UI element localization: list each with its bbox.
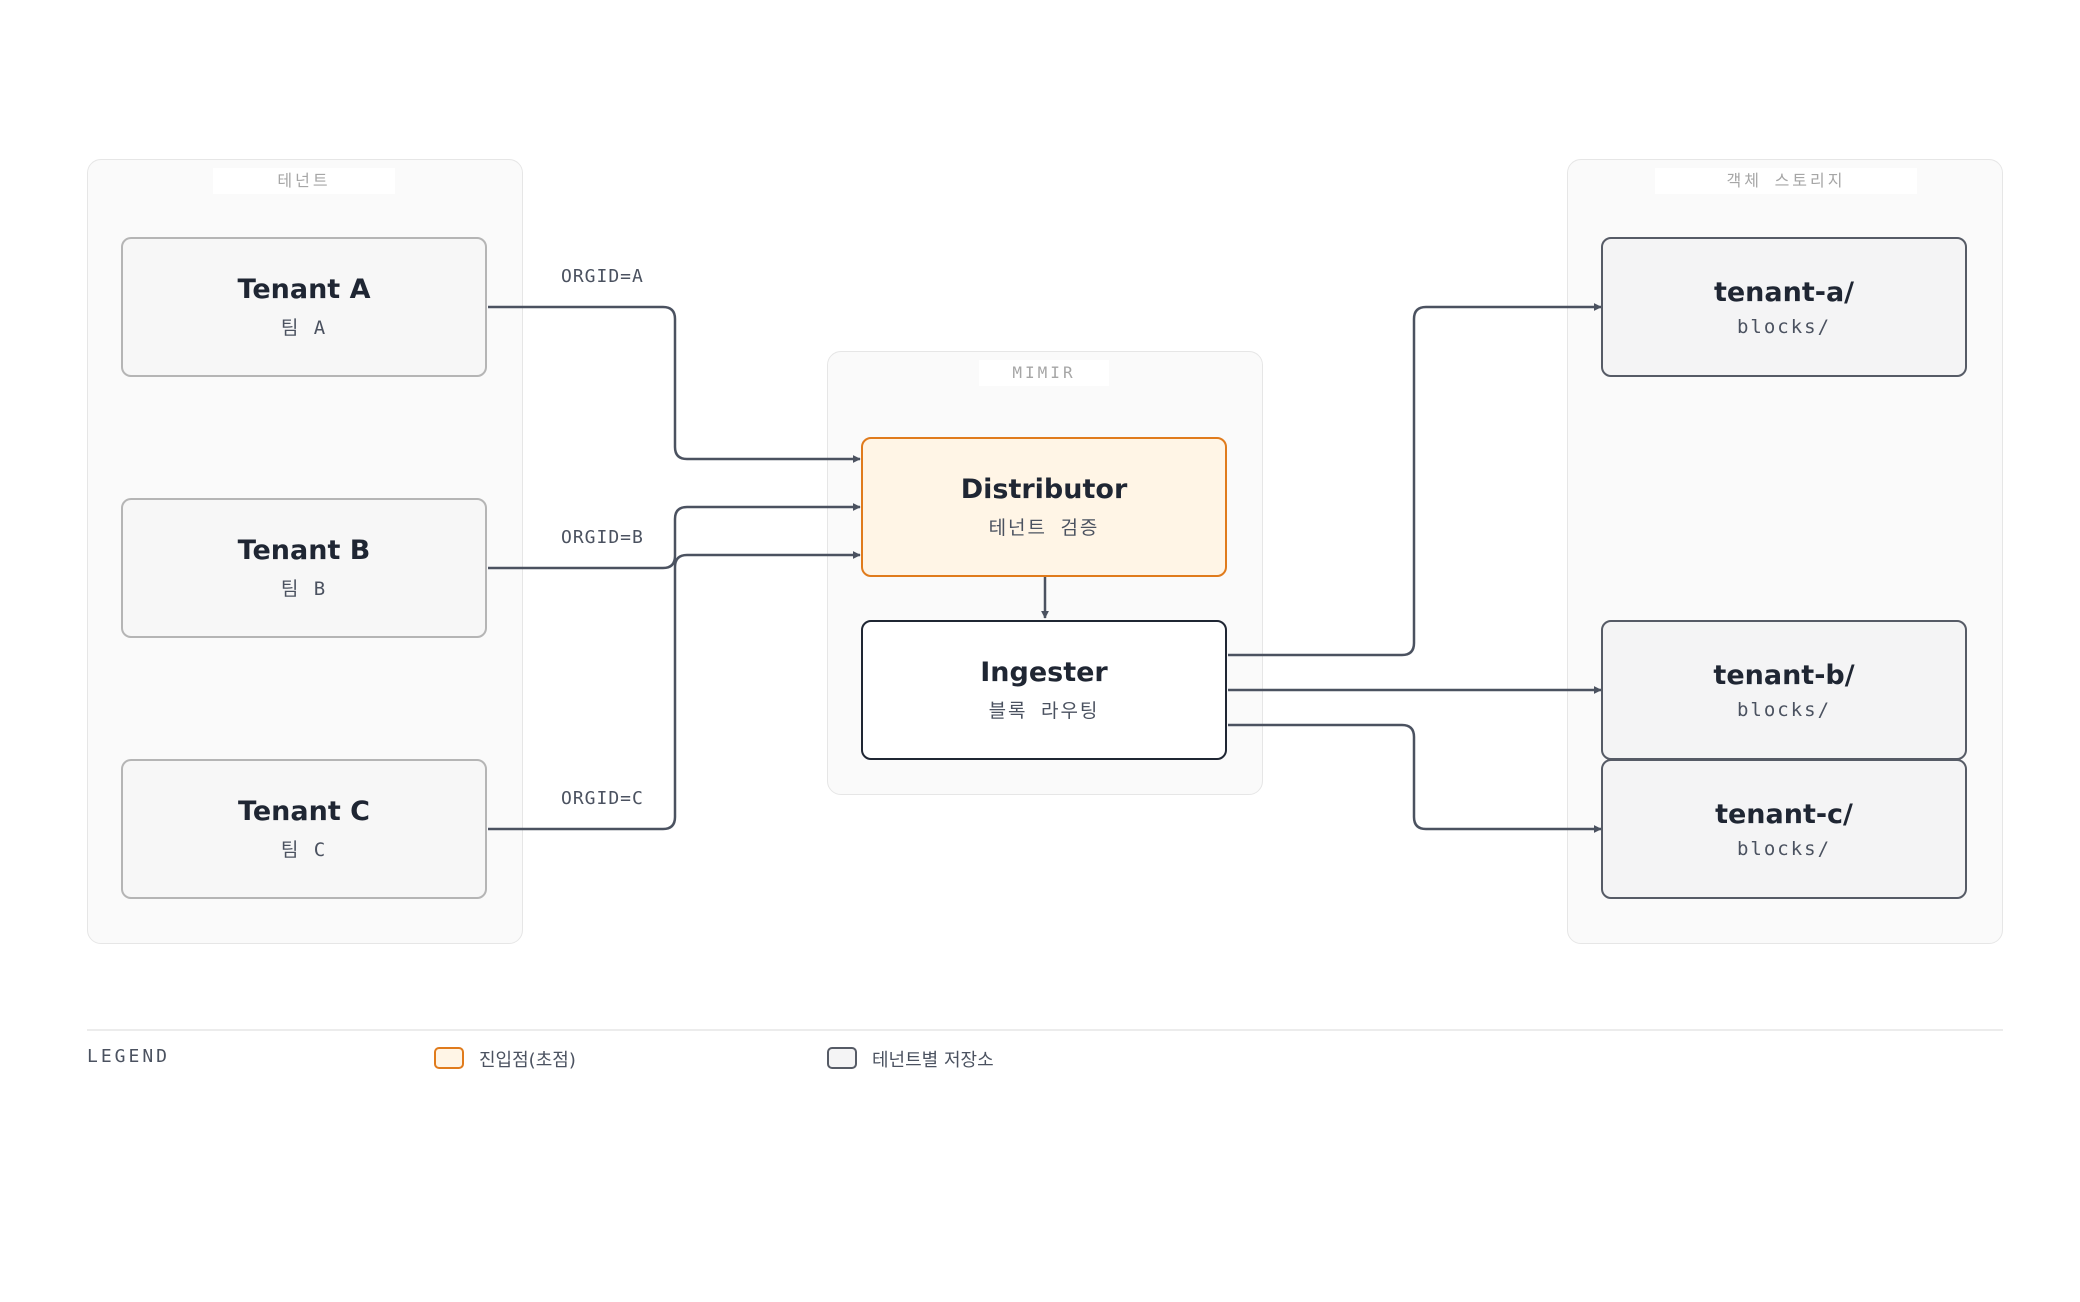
- tenant-b-node[interactable]: Tenant B 팀 B: [121, 498, 487, 638]
- edge-label-orgid-b: ORGID=B: [561, 527, 644, 548]
- legend-label-storage: 테넌트별 저장소: [872, 1050, 994, 1071]
- store-tenant-c-subtitle: blocks/: [1736, 837, 1832, 860]
- tenant-c-node[interactable]: Tenant C 팀 C: [121, 759, 487, 899]
- store-tenant-b-title: tenant-b/: [1713, 659, 1855, 691]
- store-tenant-b-subtitle: blocks/: [1736, 698, 1832, 721]
- legend-label-entry-point: 진입점(초점): [479, 1050, 576, 1071]
- tenant-b-subtitle: 팀 B: [280, 578, 328, 600]
- tenant-c-subtitle: 팀 C: [280, 839, 328, 861]
- legend-divider: [87, 1029, 2003, 1031]
- tenants-group-label: 테넌트: [213, 168, 395, 194]
- ingester-title: Ingester: [980, 657, 1108, 688]
- ingester-node[interactable]: Ingester 블록 라우팅: [861, 620, 1227, 760]
- mimir-group-label: MIMIR: [979, 360, 1109, 386]
- tenant-b-title: Tenant B: [237, 535, 371, 566]
- tenant-c-title: Tenant C: [238, 796, 370, 827]
- edge-ingester-store-c: [1228, 723, 1602, 833]
- edge-tenant-b-distributor: [488, 503, 861, 570]
- distributor-title: Distributor: [960, 474, 1128, 505]
- store-tenant-a-node[interactable]: tenant-a/ blocks/: [1601, 237, 1967, 377]
- edge-ingester-store-a: [1228, 303, 1602, 657]
- distributor-subtitle: 테넌트 검증: [988, 517, 1100, 539]
- store-tenant-a-subtitle: blocks/: [1736, 315, 1832, 338]
- storage-group-label: 객체 스토리지: [1655, 168, 1917, 194]
- ingester-subtitle: 블록 라우팅: [988, 700, 1100, 722]
- tenant-a-title: Tenant A: [237, 274, 371, 305]
- edge-tenant-a-distributor: [488, 305, 861, 463]
- edge-label-orgid-a: ORGID=A: [561, 266, 644, 287]
- legend-title: LEGEND: [87, 1046, 171, 1067]
- edge-tenant-c-distributor: [488, 551, 861, 831]
- store-tenant-c-title: tenant-c/: [1715, 798, 1853, 830]
- distributor-node[interactable]: Distributor 테넌트 검증: [861, 437, 1227, 577]
- legend-swatch-storage: [827, 1047, 857, 1069]
- tenant-a-subtitle: 팀 A: [280, 317, 328, 339]
- store-tenant-b-node[interactable]: tenant-b/ blocks/: [1601, 620, 1967, 760]
- store-tenant-a-title: tenant-a/: [1713, 276, 1855, 308]
- edge-label-orgid-c: ORGID=C: [561, 788, 644, 809]
- tenant-a-node[interactable]: Tenant A 팀 A: [121, 237, 487, 377]
- legend-swatch-entry-point: [434, 1047, 464, 1069]
- store-tenant-c-node[interactable]: tenant-c/ blocks/: [1601, 759, 1967, 899]
